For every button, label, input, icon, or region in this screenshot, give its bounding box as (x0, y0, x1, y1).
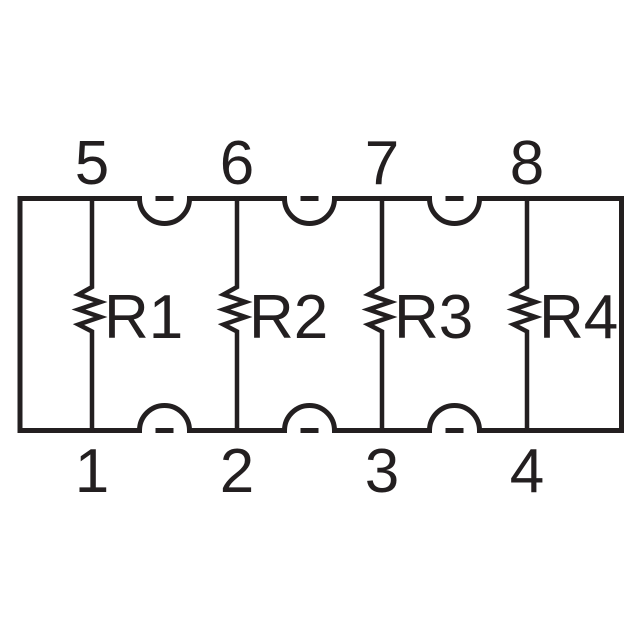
resistor-r1: R1 (71, 196, 183, 433)
resistor-label-r3: R3 (394, 283, 473, 352)
resistor-r3: R3 (361, 196, 473, 433)
resistor-label-r1: R1 (104, 283, 183, 352)
pin-label-6: 6 (220, 129, 254, 198)
resistor-zigzag-r4-icon (506, 196, 543, 433)
resistor-zigzag-r1-icon (71, 196, 108, 433)
resistor-r4: R4 (506, 196, 618, 433)
component-outline (17, 196, 624, 433)
pin-label-4: 4 (510, 437, 544, 506)
pin-label-2: 2 (220, 437, 254, 506)
resistor-r2: R2 (216, 196, 328, 433)
resistor-label-r2: R2 (249, 283, 328, 352)
resistor-zigzag-r2-icon (216, 196, 253, 433)
resistor-zigzag-r3-icon (361, 196, 398, 433)
pin-label-8: 8 (510, 129, 544, 198)
pin-label-1: 1 (75, 437, 109, 506)
pin-label-5: 5 (75, 129, 109, 198)
resistor-label-r4: R4 (539, 283, 618, 352)
pin-label-7: 7 (365, 129, 399, 198)
pin-label-3: 3 (365, 437, 399, 506)
